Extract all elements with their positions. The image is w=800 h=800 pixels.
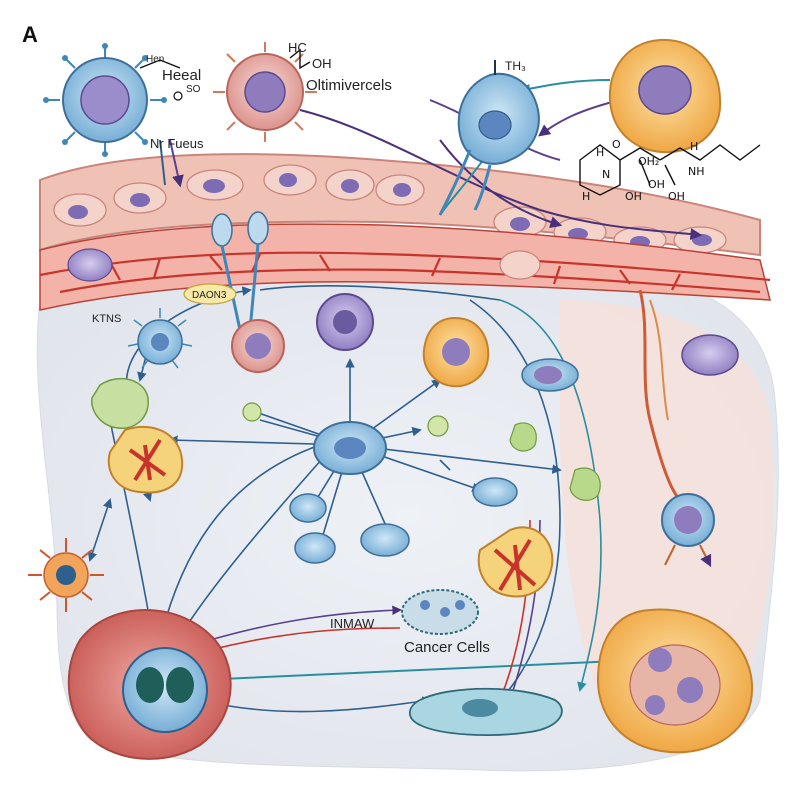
bond-top-middle xyxy=(289,48,311,70)
large-cell-bottom-left xyxy=(67,609,232,760)
pink-cell-mid xyxy=(231,319,285,373)
bond-top-left xyxy=(139,59,181,69)
orange-cell-mid xyxy=(422,316,490,388)
chem-oh-3: OH xyxy=(668,190,685,203)
epithelial-nuclei xyxy=(68,173,712,248)
cancer-cell-cluster xyxy=(401,589,479,635)
chem-oh-1: OH xyxy=(648,178,665,191)
top-left-blue-cell xyxy=(43,43,167,157)
chem-h: H xyxy=(596,146,604,159)
small-blue-spiky-cell xyxy=(127,308,193,369)
label-nr-fueus: Nr Fueus xyxy=(150,136,204,151)
label-cancer-cells: Cancer Cells xyxy=(404,639,490,656)
label-hen: Hen xyxy=(146,54,164,65)
daon-oval xyxy=(183,283,237,305)
small-green-cells xyxy=(242,402,601,501)
chem-n: N xyxy=(602,168,610,181)
small-blue-cells xyxy=(289,477,518,564)
top-right-orange-cell xyxy=(608,38,722,154)
chem-h-2: H xyxy=(690,140,698,153)
purple-cell-right xyxy=(521,334,739,392)
capillary-network xyxy=(39,251,771,294)
chem-oh2: OH₂ xyxy=(638,155,659,168)
chemical-structure: O H OH₂ N NH OH OH OH H H xyxy=(579,138,761,203)
chem-o: O xyxy=(612,138,621,151)
label-oltimivercels: Oltimivercels xyxy=(306,77,392,94)
label-heeal: Heeal xyxy=(162,67,201,84)
red-spiky-cell xyxy=(28,538,104,612)
top-dendritic-cell xyxy=(438,60,540,216)
label-so: SO xyxy=(186,84,201,95)
green-cell-left xyxy=(91,377,149,429)
purple-cell-center xyxy=(316,293,374,351)
central-hub-cell xyxy=(313,421,387,475)
bond-ring xyxy=(173,91,183,101)
label-inmaw: INMAW xyxy=(330,616,375,631)
descending-vessel-branch xyxy=(649,299,669,421)
top-arrows xyxy=(159,79,703,241)
chem-nh: NH xyxy=(688,165,705,178)
vessel-cells xyxy=(67,248,541,282)
chem-oh-2: OH xyxy=(625,190,642,203)
large-cell-bottom-right xyxy=(596,608,754,754)
activated-cell-left xyxy=(107,425,184,494)
top-middle-pink-cell xyxy=(213,42,317,142)
panel-label: A xyxy=(22,22,38,47)
label-daon: DAON3 xyxy=(192,290,227,301)
label-th3: TH₃ xyxy=(505,59,526,73)
descending-vessel xyxy=(638,289,682,502)
activated-cell-right xyxy=(477,526,554,598)
label-ktns: KTNS xyxy=(92,313,121,325)
bottom-flat-cell xyxy=(408,687,563,736)
label-oh: OH xyxy=(312,56,332,71)
chem-h-3: H xyxy=(582,190,590,203)
label-hc: HC xyxy=(288,40,307,55)
right-t-cell xyxy=(661,493,714,565)
